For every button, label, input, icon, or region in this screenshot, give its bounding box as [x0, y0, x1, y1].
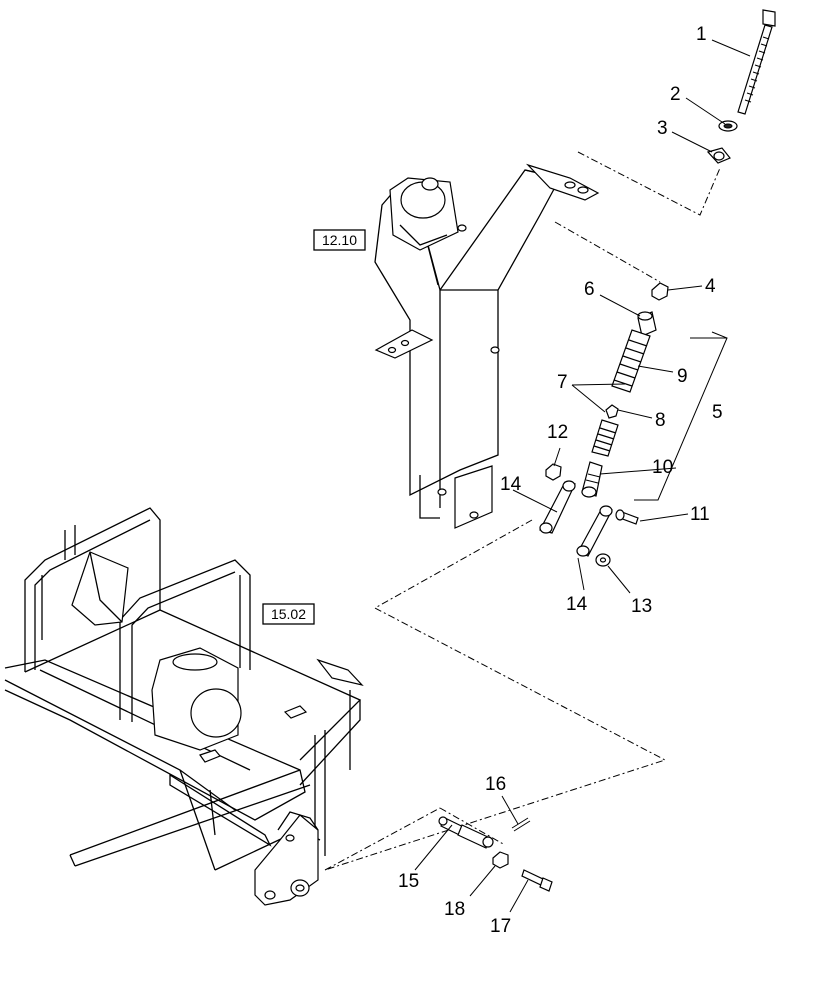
ref-box-15-02[interactable]: 15.02: [262, 603, 315, 625]
washer-part-13: [595, 553, 611, 567]
callout-15[interactable]: 15: [398, 871, 419, 892]
callout-14-upper[interactable]: 14: [500, 474, 522, 495]
callout-16[interactable]: 16: [485, 774, 506, 795]
callout-2[interactable]: 2: [670, 84, 681, 105]
callout-11[interactable]: 11: [690, 504, 710, 525]
callout-1[interactable]: 1: [696, 24, 707, 45]
link-plate-part-14-right: [576, 505, 613, 557]
spring-part-7: [591, 419, 619, 457]
callout-6[interactable]: 6: [584, 279, 595, 300]
rod-end-part-10: [581, 461, 603, 498]
callout-13[interactable]: 13: [631, 596, 652, 617]
callout-12[interactable]: 12: [547, 422, 568, 443]
nut-part-12: [545, 463, 562, 481]
callout-17[interactable]: 17: [490, 916, 511, 937]
callouts: 1 2 3 4 6 9 7 5 8 12 10 14 11 14 13 16 1…: [398, 24, 723, 937]
assembly-lines: [324, 151, 721, 871]
fitting-part-8: [605, 404, 619, 419]
callout-4[interactable]: 4: [705, 276, 716, 297]
bolt-part-11: [615, 509, 639, 525]
callout-3[interactable]: 3: [657, 118, 668, 139]
bolt-part-17: [521, 869, 553, 892]
cotter-pin-part-16: [511, 817, 531, 832]
ref-label-15-02: 15.02: [271, 606, 306, 622]
nut-part-4: [651, 282, 669, 301]
callout-5[interactable]: 5: [712, 402, 723, 423]
nut-part-18: [492, 851, 509, 869]
ref-label-12-10: 12.10: [322, 232, 357, 248]
spring-part-9: [611, 329, 651, 393]
threaded-rod-part-1: [737, 9, 776, 115]
bushing-part-6: [637, 311, 657, 337]
link-plate-part-14-left: [539, 480, 576, 534]
callout-18[interactable]: 18: [444, 899, 465, 920]
wing-nut-part-3: [706, 147, 731, 164]
ref-box-12-10[interactable]: 12.10: [313, 229, 366, 251]
callout-10[interactable]: 10: [652, 457, 673, 478]
callout-8[interactable]: 8: [655, 410, 666, 431]
washer-part-2: [718, 120, 738, 132]
callout-14-lower[interactable]: 14: [566, 594, 588, 615]
leader-lines: [414, 39, 751, 913]
callout-9[interactable]: 9: [677, 366, 688, 387]
tower-frame: [374, 163, 600, 529]
base-frame: [4, 507, 364, 906]
pin-part-15: [438, 816, 494, 849]
callout-7[interactable]: 7: [557, 372, 568, 393]
